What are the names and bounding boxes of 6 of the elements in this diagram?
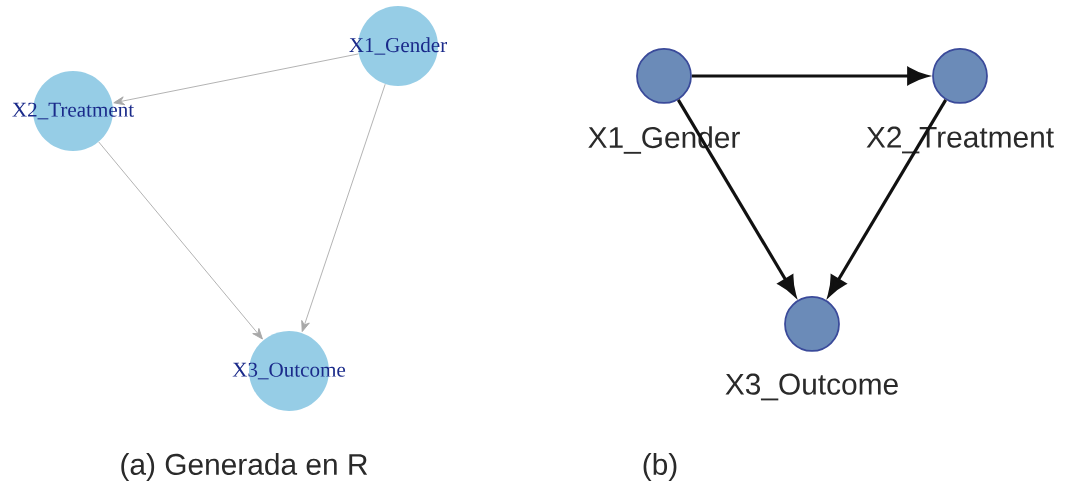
- node-label: X3_Outcome: [723, 371, 901, 403]
- arrow: [301, 83, 386, 332]
- arrow: [113, 53, 359, 106]
- caption: (a) Generada en R: [121, 453, 368, 481]
- arrow: [98, 141, 263, 340]
- caption: (b): [643, 453, 677, 481]
